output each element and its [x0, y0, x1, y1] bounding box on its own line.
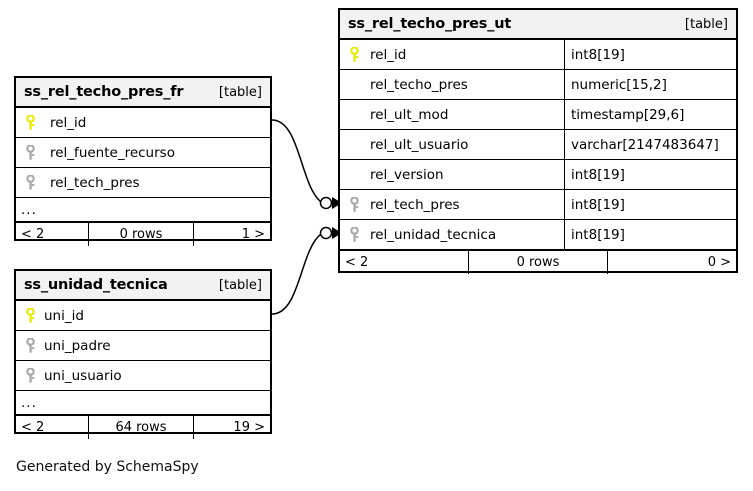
- table-row[interactable]: rel_ult_usuario varchar[2147483647]: [340, 130, 736, 160]
- foreign-key-icon: [344, 196, 364, 213]
- more-columns-ellipsis: ...: [16, 198, 270, 222]
- table-footer: < 2 0 rows 1 >: [16, 222, 270, 246]
- column-name-cell: rel_ult_usuario: [340, 130, 564, 159]
- relationship-edge-fr-to-ut: [271, 119, 342, 210]
- footer-row-count: 0 rows: [468, 251, 608, 274]
- column-name-cell: rel_techo_pres: [340, 70, 564, 99]
- table-ss_rel_techo_pres_ut[interactable]: ss_rel_techo_pres_ut [table] rel_id int8…: [338, 8, 738, 274]
- table-header: ss_rel_techo_pres_fr [table]: [16, 78, 270, 108]
- footer-row-count: 0 rows: [88, 223, 194, 246]
- column-type: int8[19]: [564, 220, 736, 249]
- footer-prev-link[interactable]: < 2: [345, 255, 369, 270]
- table-title: ss_unidad_tecnica: [24, 277, 168, 293]
- table-footer: < 2 0 rows 0 >: [340, 250, 736, 274]
- column-type: numeric[15,2]: [564, 70, 736, 99]
- column-name-cell: uni_usuario: [16, 361, 270, 390]
- table-row[interactable]: rel_id: [16, 108, 270, 138]
- primary-key-icon: [20, 114, 40, 131]
- foreign-key-icon: [20, 367, 40, 384]
- column-type: varchar[2147483647]: [564, 130, 736, 159]
- column-name-cell: rel_ult_mod: [340, 100, 564, 129]
- table-row[interactable]: rel_unidad_tecnica int8[19]: [340, 220, 736, 250]
- table-ss_unidad_tecnica[interactable]: ss_unidad_tecnica [table] uni_id uni_pad…: [14, 269, 272, 439]
- relationship-edge-unidad-to-ut: [271, 226, 342, 315]
- column-name-cell: uni_padre: [16, 331, 270, 360]
- column-name: uni_id: [44, 307, 84, 324]
- footer-next-link[interactable]: 0 >: [707, 255, 731, 270]
- column-name-cell: rel_tech_pres: [16, 168, 270, 197]
- table-row[interactable]: rel_version int8[19]: [340, 160, 736, 190]
- table-header: ss_rel_techo_pres_ut [table]: [340, 10, 736, 40]
- table-row[interactable]: uni_padre: [16, 331, 270, 361]
- table-header: ss_unidad_tecnica [table]: [16, 271, 270, 301]
- table-row[interactable]: rel_techo_pres numeric[15,2]: [340, 70, 736, 100]
- column-name-cell: rel_tech_pres: [340, 190, 564, 219]
- column-name: rel_version: [370, 166, 444, 183]
- column-name: uni_padre: [44, 337, 111, 354]
- primary-key-icon: [344, 46, 364, 63]
- column-name-cell: rel_unidad_tecnica: [340, 220, 564, 249]
- footer-row-count: 64 rows: [88, 416, 194, 439]
- column-name-cell: rel_fuente_recurso: [16, 138, 270, 167]
- relationship-endpoint-circle: [319, 226, 333, 240]
- table-row[interactable]: rel_fuente_recurso: [16, 138, 270, 168]
- primary-key-icon: [20, 307, 40, 324]
- column-type: int8[19]: [564, 190, 736, 219]
- table-title: ss_rel_techo_pres_fr: [24, 84, 184, 100]
- footer-next-link[interactable]: 19 >: [233, 420, 265, 435]
- column-name: rel_unidad_tecnica: [370, 226, 497, 243]
- column-name-cell: rel_version: [340, 160, 564, 189]
- column-name: rel_ult_usuario: [370, 136, 469, 153]
- table-row[interactable]: uni_usuario: [16, 361, 270, 391]
- foreign-key-icon: [344, 226, 364, 243]
- table-type-tag: [table]: [218, 84, 262, 100]
- foreign-key-icon: [20, 174, 40, 191]
- column-name: rel_ult_mod: [370, 106, 449, 123]
- footer-prev-link[interactable]: < 2: [21, 420, 45, 435]
- table-row[interactable]: rel_tech_pres: [16, 168, 270, 198]
- relationship-arrowhead: [332, 227, 342, 239]
- table-ss_rel_techo_pres_fr[interactable]: ss_rel_techo_pres_fr [table] rel_id rel_…: [14, 76, 272, 246]
- column-name: rel_id: [50, 114, 87, 131]
- table-type-tag: [table]: [218, 277, 262, 293]
- column-name: rel_tech_pres: [370, 196, 460, 213]
- column-name-cell: rel_id: [16, 108, 270, 137]
- footer-next-link[interactable]: 1 >: [241, 227, 265, 242]
- relationship-endpoint-circle: [319, 196, 333, 210]
- generated-by-caption: Generated by SchemaSpy: [16, 459, 199, 475]
- foreign-key-icon: [20, 144, 40, 161]
- table-title: ss_rel_techo_pres_ut: [348, 16, 512, 32]
- table-row[interactable]: rel_ult_mod timestamp[29,6]: [340, 100, 736, 130]
- column-name: uni_usuario: [44, 367, 122, 384]
- column-name: rel_fuente_recurso: [50, 144, 175, 161]
- column-type: timestamp[29,6]: [564, 100, 736, 129]
- more-columns-ellipsis: ...: [16, 391, 270, 415]
- column-type: int8[19]: [564, 160, 736, 189]
- table-row[interactable]: rel_tech_pres int8[19]: [340, 190, 736, 220]
- foreign-key-icon: [20, 337, 40, 354]
- column-name: rel_id: [370, 46, 407, 63]
- column-name-cell: uni_id: [16, 301, 270, 330]
- column-name: rel_techo_pres: [370, 76, 468, 93]
- relationship-arrowhead: [332, 197, 342, 209]
- table-type-tag: [table]: [684, 16, 728, 32]
- table-footer: < 2 64 rows 19 >: [16, 415, 270, 439]
- column-type: int8[19]: [564, 40, 736, 69]
- column-name: rel_tech_pres: [50, 174, 140, 191]
- footer-prev-link[interactable]: < 2: [21, 227, 45, 242]
- column-name-cell: rel_id: [340, 40, 564, 69]
- table-row[interactable]: uni_id: [16, 301, 270, 331]
- table-row[interactable]: rel_id int8[19]: [340, 40, 736, 70]
